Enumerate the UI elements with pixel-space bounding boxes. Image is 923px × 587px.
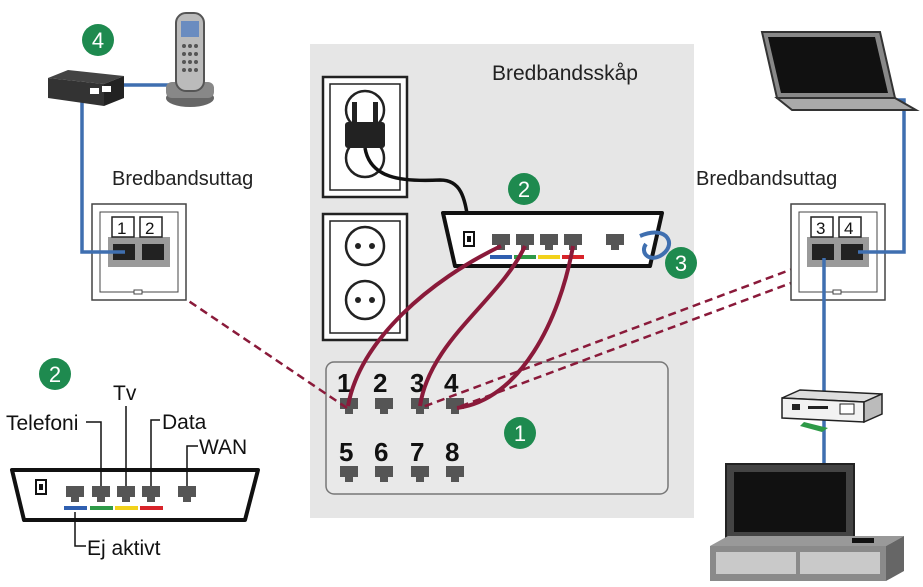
badge-router — [508, 173, 540, 205]
left-outlet — [91, 203, 187, 301]
router-icon — [441, 211, 664, 268]
tv-bench-icon — [710, 536, 904, 581]
patch-port-4: 4 — [444, 368, 459, 398]
legend-data: Data — [162, 411, 207, 434]
right-outlet-title: Bredbandsuttag — [696, 168, 837, 190]
legend-tv: Tv — [113, 382, 137, 405]
patch-port-7: 7 — [410, 437, 424, 467]
legend-leaders — [74, 406, 198, 547]
left-port-1: 1 — [117, 219, 126, 238]
phone-adapter-icon — [48, 70, 124, 106]
cordless-phone-icon — [166, 12, 214, 107]
badge-phone-label: 4 — [92, 28, 104, 53]
legend-router-icon — [10, 468, 260, 522]
wall-socket-lower-icon — [321, 212, 409, 342]
tv-icon — [725, 463, 855, 546]
patch-port-5: 5 — [339, 437, 353, 467]
badge-router-label: 2 — [518, 177, 530, 202]
legend-inactive: Ej aktivt — [87, 537, 161, 560]
loop-cable — [639, 230, 672, 260]
patch-panel-icon — [325, 361, 669, 495]
badge-legend-label: 2 — [49, 362, 61, 387]
patch-port-1: 1 — [337, 368, 351, 398]
right-port-3: 3 — [816, 219, 825, 238]
cabinet-title: Bredbandsskåp — [492, 62, 638, 85]
patch-port-2: 2 — [373, 368, 387, 398]
patch-port-3: 3 — [410, 368, 424, 398]
badge-legend — [39, 358, 71, 390]
set-top-box-icon — [781, 389, 883, 432]
badge-phone — [82, 24, 114, 56]
left-port-2: 2 — [145, 219, 154, 238]
left-outlet-title: Bredbandsuttag — [112, 168, 253, 190]
badge-loop-label: 3 — [675, 251, 687, 276]
laptop-icon — [760, 31, 920, 111]
power-plug-icon — [345, 102, 472, 231]
legend-wan: WAN — [199, 436, 247, 459]
patch-port-8: 8 — [445, 437, 459, 467]
legend-telefoni: Telefoni — [6, 412, 78, 435]
badge-loop — [665, 247, 697, 279]
badge-patch — [504, 417, 536, 449]
patch-port-6: 6 — [374, 437, 388, 467]
patch-cables — [346, 244, 575, 410]
badge-patch-label: 1 — [514, 421, 526, 446]
right-port-4: 4 — [844, 219, 853, 238]
